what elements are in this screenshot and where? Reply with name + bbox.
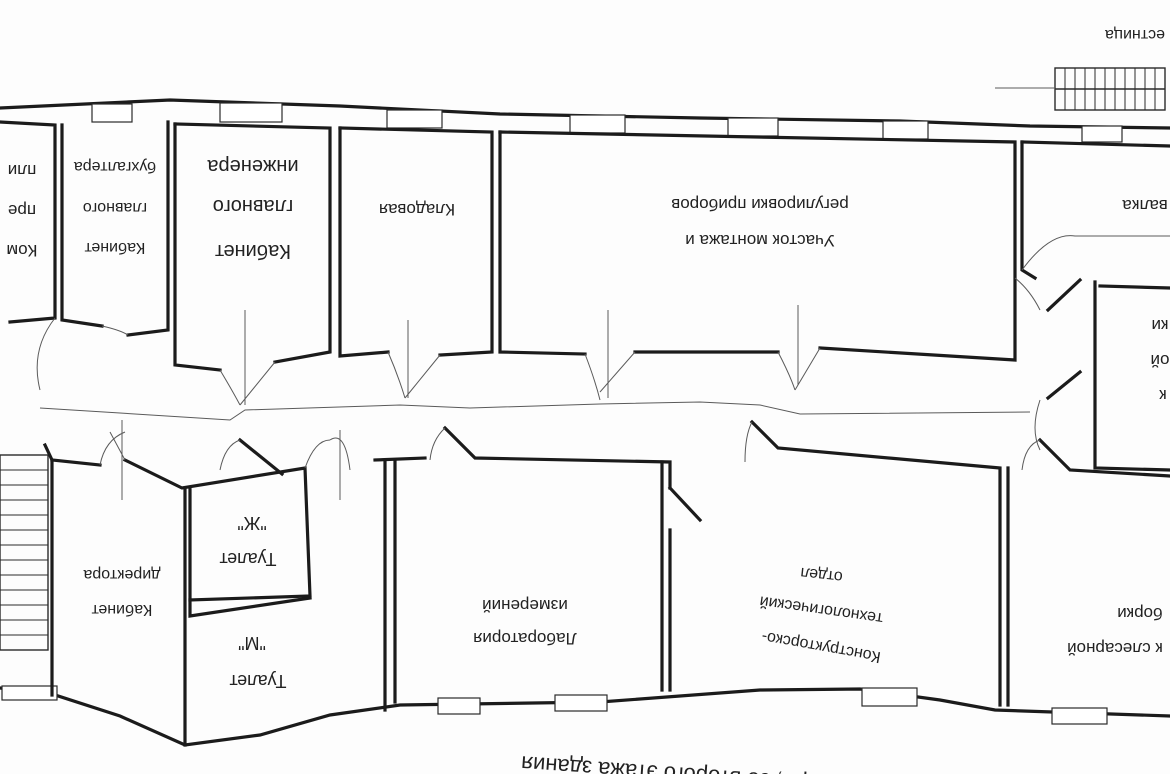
label-r11-line-2: измерений [482,596,568,615]
label-room-r10: Туалет "М" [230,633,287,691]
label-r13-line-2: борки [1117,604,1163,623]
label-r4-line-1: Кладовая [379,200,455,219]
room-walls-upper [0,120,1170,472]
window-top-1 [91,103,133,123]
corridor-outline [39,401,1031,421]
outer-wall-bottom [0,686,1170,747]
label-r3-line-3: инженера [207,155,299,177]
window-bottom-1 [1,685,58,701]
window-top-7 [1081,125,1123,143]
label-room-r12: Конструкторско- технологический отдел [759,564,885,665]
door-swings-upper [36,235,1170,451]
label-r2-line-2: главного [83,199,147,216]
label-r1-line-3: пли [8,161,37,180]
label-r8-line-2: директора [83,566,160,583]
door-swings-lower [99,420,1041,500]
label-r5-line-2: регулировки приборов [671,195,849,214]
label-r12-line-1: Конструкторско- [760,628,882,666]
label-r10-line-2: "М" [238,633,266,653]
label-r9-line-2: "Ж" [237,513,266,533]
window-bottom-3 [554,694,608,712]
label-room-r1: Ком пре пли [6,161,37,260]
label-room-r7: ки ой к [1151,316,1170,405]
label-r7-line-1: ки [1152,316,1169,335]
window-bottom-5 [1051,707,1108,725]
label-room-r8: Кабинет директора [83,566,160,618]
label-r3-line-2: главного [213,195,293,217]
label-room-r5: Участок монтажа и регулировки приборов [671,195,849,250]
room-walls-lower [42,419,1170,747]
label-room-r2: Кабинет главного бухгалтера [74,158,156,256]
label-r5-line-1: Участок монтажа и [685,231,834,250]
label-room-r11: Лаборатория измерений [473,596,577,648]
window-top-3 [386,109,443,129]
label-r1-line-2: пре [8,201,36,220]
window-bottom-4 [861,687,918,707]
label-r12-line-2: технологический [759,592,885,626]
label-room-r13: к слесарной борки [1067,604,1163,658]
window-bottom-2 [437,697,481,715]
label-r13-line-1: к слесарной [1067,639,1163,658]
window-top-4 [569,114,626,134]
label-r9-line-1: Туалет [220,549,277,569]
label-r6-line-1: валка [1122,196,1168,215]
exterior-stair [995,67,1166,111]
label-caption: пожара, со второго этажа здания [520,751,859,774]
label-r10-line-1: Туалет [230,671,287,691]
label-r3-line-1: Кабинет [215,240,291,262]
label-r2-line-3: бухгалтера [74,158,156,175]
label-r7-line-3: к [1159,386,1167,405]
window-top-5 [727,117,779,137]
label-r2-line-1: Кабинет [84,239,146,256]
label-stair: естница [1105,26,1165,43]
label-room-r9: Туалет "Ж" [220,513,277,569]
window-top-2 [219,102,283,123]
label-r7-line-2: ой [1151,351,1170,370]
interior-stair [0,454,49,651]
label-r12-line-3: отдел [800,564,844,585]
label-r1-line-1: Ком [6,241,37,260]
label-room-r3: Кабинет главного инженера [207,155,299,262]
window-top-6 [882,120,929,140]
label-r8-line-1: Кабинет [91,601,153,618]
label-r11-line-1: Лаборатория [473,629,577,648]
